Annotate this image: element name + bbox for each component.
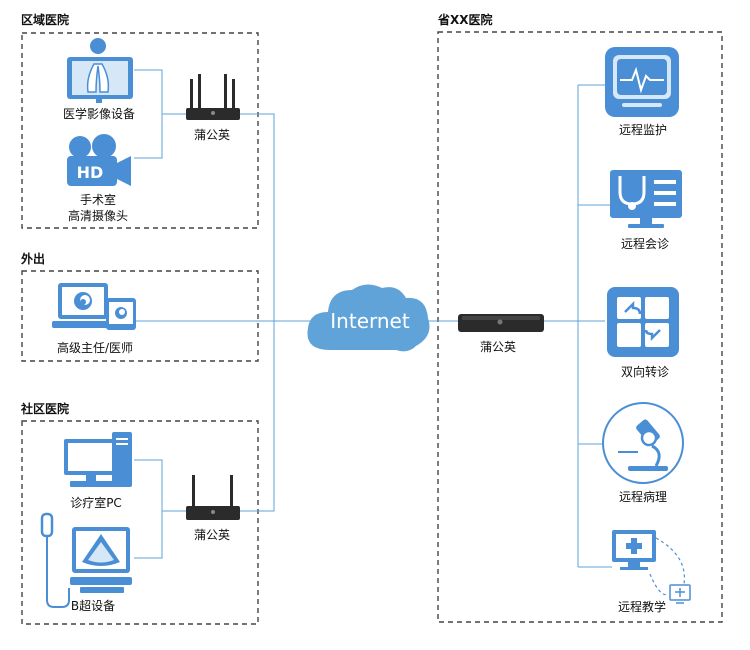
two-way-referral-icon — [607, 287, 679, 357]
pc-label: 诊疗室PC — [70, 495, 122, 510]
remote-monitoring-icon — [605, 47, 679, 117]
regional-router-label: 蒲公英 — [194, 128, 230, 142]
remote-monitoring-label: 远程监护 — [619, 122, 667, 137]
ultrasound-icon — [40, 512, 132, 608]
connection-lines — [134, 69, 612, 568]
remote-consultation-icon — [610, 170, 682, 228]
camera-label-line1: 手术室 — [80, 192, 116, 207]
internet-cloud-icon — [307, 284, 430, 352]
provincial-hospital-box — [437, 31, 723, 623]
regional-router-icon — [186, 74, 240, 120]
medical-imaging-label: 医学影像设备 — [63, 106, 135, 121]
hd-camera-icon: HD — [67, 134, 131, 186]
community-hospital-title: 社区医院 — [20, 401, 69, 416]
outside-title: 外出 — [21, 251, 45, 266]
regional-hospital-title: 区域医院 — [21, 12, 69, 27]
outside-box — [21, 270, 259, 362]
remote-teaching-label: 远程教学 — [618, 599, 666, 614]
laptop-tablet-icon — [52, 283, 136, 330]
remote-pathology-icon — [602, 402, 684, 484]
director-label: 高级主任/医师 — [57, 340, 133, 355]
internet-label: Internet — [330, 309, 410, 333]
community-router-label: 蒲公英 — [194, 528, 230, 542]
desktop-pc-icon — [64, 432, 132, 487]
camera-label-line2: 高清摄像头 — [68, 208, 128, 223]
two-way-referral-label: 双向转诊 — [621, 364, 669, 379]
community-router-icon — [186, 475, 240, 520]
provincial-hospital-title: 省XX医院 — [437, 12, 493, 27]
regional-hospital-box — [21, 32, 259, 229]
remote-teaching-icon — [612, 530, 691, 604]
hd-badge: HD — [77, 163, 104, 182]
provincial-router-icon — [458, 314, 544, 332]
remote-pathology-label: 远程病理 — [619, 489, 667, 504]
remote-consultation-label: 远程会诊 — [621, 236, 669, 251]
medical-imaging-icon — [67, 38, 133, 103]
ultrasound-label: B超设备 — [71, 598, 115, 613]
community-hospital-box — [21, 420, 259, 625]
provincial-router-label: 蒲公英 — [480, 340, 516, 354]
